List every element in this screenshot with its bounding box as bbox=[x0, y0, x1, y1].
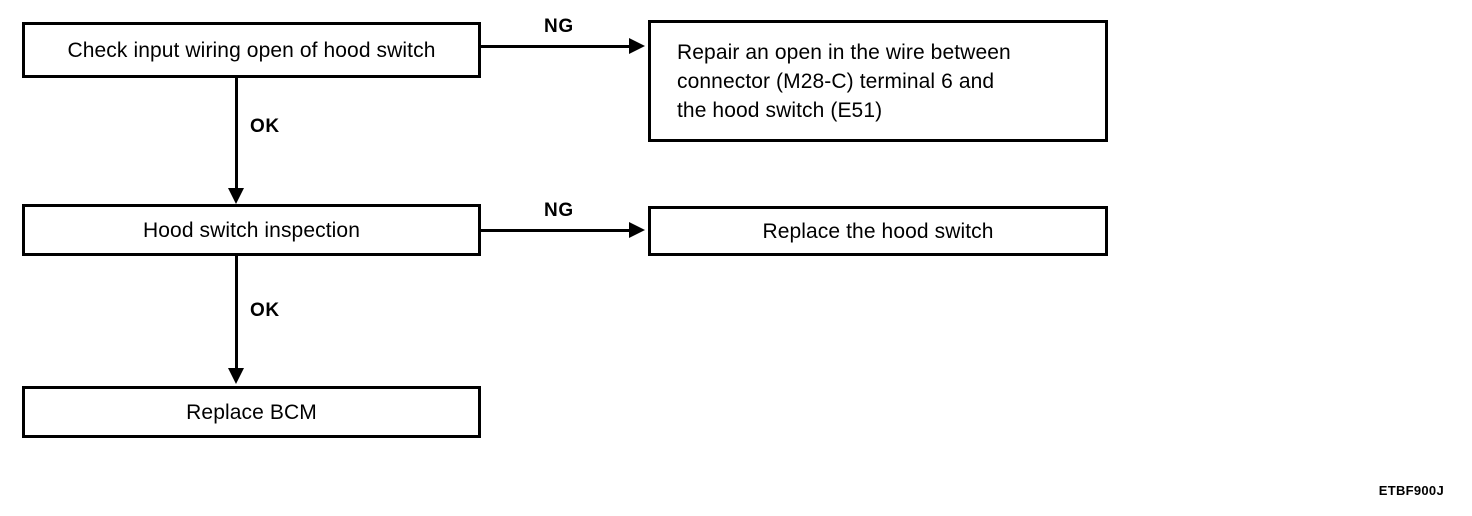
node-replace-bcm-label: Replace BCM bbox=[186, 400, 317, 424]
arrow-right-icon bbox=[629, 38, 645, 54]
node-replace-hood-switch: Replace the hood switch bbox=[648, 206, 1108, 256]
edge-inspection-to-bcm-line bbox=[235, 256, 238, 368]
edge-label-ng-inspection-to-replace-switch: NG bbox=[544, 200, 574, 221]
node-repair-open-wire: Repair an open in the wire between conne… bbox=[648, 20, 1108, 142]
edge-label-ok-inspection-to-bcm: OK bbox=[250, 300, 280, 321]
edge-check-to-inspection-line bbox=[235, 78, 238, 188]
node-hood-switch-inspection: Hood switch inspection bbox=[22, 204, 481, 256]
node-check-input-wiring-label: Check input wiring open of hood switch bbox=[67, 38, 436, 62]
figure-code: ETBF900J bbox=[1378, 483, 1444, 498]
edge-inspection-to-replace-switch-line bbox=[481, 229, 631, 232]
node-replace-bcm: Replace BCM bbox=[22, 386, 481, 438]
edge-label-ng-check-to-repair: NG bbox=[544, 16, 574, 37]
arrow-down-icon bbox=[228, 368, 244, 384]
node-check-input-wiring: Check input wiring open of hood switch bbox=[22, 22, 481, 78]
arrow-down-icon bbox=[228, 188, 244, 204]
node-replace-hood-switch-label: Replace the hood switch bbox=[762, 219, 994, 243]
arrow-right-icon bbox=[629, 222, 645, 238]
node-repair-open-wire-label: Repair an open in the wire between conne… bbox=[677, 40, 1011, 122]
edge-check-to-repair-line bbox=[481, 45, 631, 48]
edge-label-ok-check-to-inspection: OK bbox=[250, 116, 280, 137]
node-hood-switch-inspection-label: Hood switch inspection bbox=[143, 218, 360, 242]
